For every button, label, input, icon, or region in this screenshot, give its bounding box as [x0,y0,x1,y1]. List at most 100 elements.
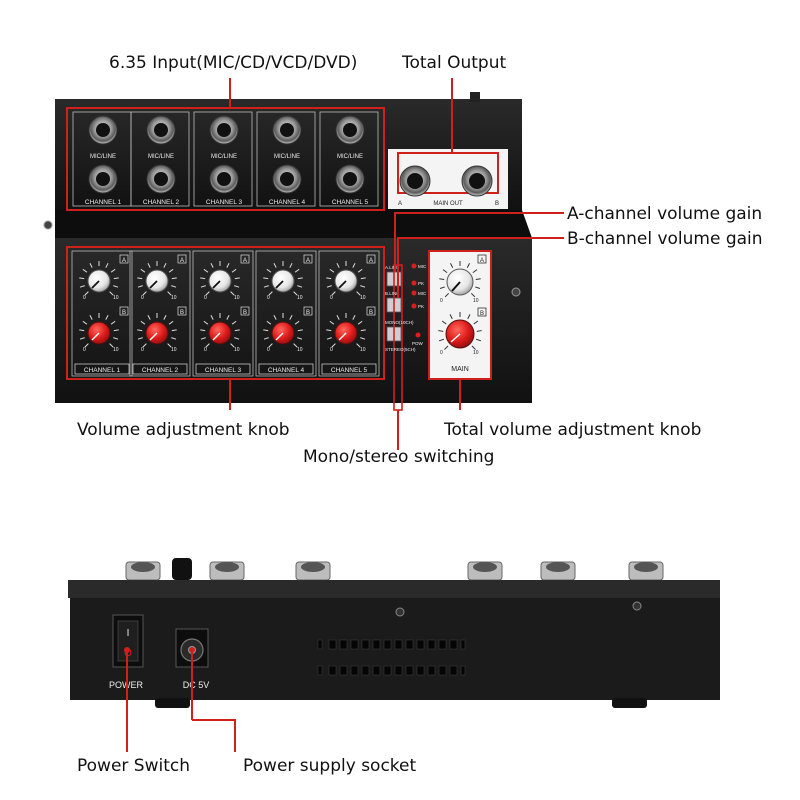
input-jack-4a[interactable] [272,115,302,145]
led-pk-b [411,303,417,309]
knob-tag-a: A [306,258,310,264]
volume-knob-b-1[interactable] [79,313,119,348]
rear-top-jack-4 [467,561,503,581]
knob-max-a: 10 [360,295,366,301]
knob-min-a: 0 [267,295,270,301]
rear-top-bevel [68,580,720,598]
main-label: MAIN [451,366,469,373]
channel-label: CHANNEL 1 [85,199,122,206]
callout-b-gain: B-channel volume gain [567,229,763,249]
input-callout-box [66,107,385,211]
input-jack-2a[interactable] [146,115,176,145]
rear-top-jack-3 [295,561,331,581]
callout-total-volume-knob: Total volume adjustment knob [444,420,702,440]
knob-min-b: 0 [141,347,144,353]
volume-knob-a-2[interactable] [137,261,177,296]
knob-tag-b: B [243,310,247,316]
volume-knob-b-2[interactable] [137,313,177,348]
input-jack-2b[interactable] [146,164,176,194]
input-jack-4b[interactable] [272,164,302,194]
knob-tag-a: A [369,258,373,264]
screw-right [511,287,521,297]
main-out-a-label: A [398,201,402,207]
knob-min-b: 0 [83,347,86,353]
channel-5-inputs: MIC/LINE CHANNEL 5 [319,111,379,207]
vent-grille [317,639,466,676]
knob-max-b: 10 [234,347,240,353]
channel-label: CHANNEL 2 [143,199,180,206]
main-out-jack-b [461,165,493,197]
screw-left [43,220,53,230]
knob-channel-label: CHANNEL 2 [142,367,179,374]
main-out-jack-a [399,165,431,197]
jack-label: MIC/LINE [274,154,300,160]
led-mic-a [411,263,417,269]
knob-tag-a: A [243,258,247,264]
main-out-b-label: B [495,201,499,207]
input-jack-5b[interactable] [335,164,365,194]
dc-socket-dot [189,647,195,653]
channel-4-inputs: MIC/LINE CHANNEL 4 [256,111,316,207]
top-corner-knob [470,92,480,102]
volume-knob-b-4[interactable] [263,313,303,348]
input-jack-1b[interactable] [88,164,118,194]
volume-knob-b-3[interactable] [200,313,240,348]
switch-label-stereo: STEREO(5CH) [385,347,416,352]
switch-label-mono: MONO(10CH) [385,320,414,325]
input-jack-1a[interactable] [88,115,118,145]
knob-tag-a: A [122,258,126,264]
led-label-pk-a: PK [418,281,424,286]
power-switch-on-mark: I [127,628,130,639]
knob-tag-b: B [122,310,126,316]
rear-top-jack-6 [628,561,664,581]
callout-mono-stereo: Mono/stereo switching [303,447,495,467]
led-label-mic-a: MIC [418,264,427,269]
volume-knob-b-5[interactable] [326,313,366,348]
input-jack-3a[interactable] [209,115,239,145]
volume-knob-a-1[interactable] [79,261,119,296]
knob-max-a: 10 [234,295,240,301]
input-jack-3b[interactable] [209,164,239,194]
knob-max-b: 10 [360,347,366,353]
callout-volume-knob: Volume adjustment knob [77,420,290,440]
channel-label: CHANNEL 5 [332,199,369,206]
rear-top-knob [172,558,192,580]
knob-tag-b: B [180,310,184,316]
rear-foot-left [155,698,190,708]
callout-input: 6.35 Input(MIC/CD/VCD/DVD) [109,53,358,73]
mixer-divider-strip [55,210,532,238]
main-b-max: 10 [473,350,479,356]
volume-knob-a-4[interactable] [263,261,303,296]
callout-total-output: Total Output [402,53,507,73]
channel-label: CHANNEL 4 [269,199,306,206]
rear-screw-center [395,607,405,617]
knob-tag-b: B [306,310,310,316]
callout-lines-top [229,78,564,450]
knob-min-a: 0 [204,295,207,301]
jack-label: MIC/LINE [337,154,363,160]
knob-max-b: 10 [113,347,119,353]
input-jack-5a[interactable] [335,115,365,145]
knob-min-a: 0 [330,295,333,301]
knob-channel-label: CHANNEL 1 [84,367,121,374]
rear-top-jack-5 [540,561,576,581]
volume-knob-a-3[interactable] [200,261,240,296]
knob-max-a: 10 [297,295,303,301]
knob-min-a: 0 [141,295,144,301]
rear-top-jack-1 [125,561,161,581]
knob-channel-label: CHANNEL 3 [205,367,242,374]
knob-tag-b: B [369,310,373,316]
main-out-label: MAIN OUT [433,201,463,207]
jack-label: MIC/LINE [211,154,237,160]
power-switch-off-mark: O [124,648,132,659]
callout-power-socket: Power supply socket [243,756,417,776]
led-power [415,332,421,338]
main-tag-a: A [480,258,484,264]
volume-knob-a-5[interactable] [326,261,366,296]
